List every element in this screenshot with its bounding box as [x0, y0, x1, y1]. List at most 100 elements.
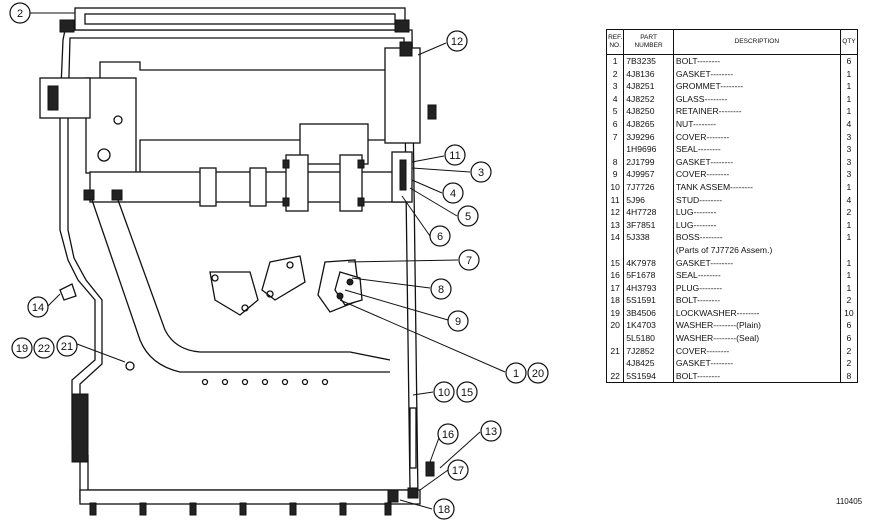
part-number-cell: 4K7978	[623, 256, 674, 270]
part-number-cell: 4J8136	[623, 67, 674, 81]
figure-number: 110405	[836, 497, 863, 506]
callout-label: 18	[438, 504, 450, 516]
part-number-cell: 1K4703	[623, 319, 674, 333]
callout-label: 5	[465, 211, 471, 223]
callout-19: 19	[11, 337, 33, 359]
part-number-cell: 4H7728	[623, 206, 674, 219]
callout-label: 7	[466, 255, 472, 267]
callout-label: 11	[449, 150, 460, 162]
part-number-cell: 4J9957	[623, 168, 674, 181]
part-number-cell: 5J338	[623, 231, 674, 244]
callout-label: 17	[452, 465, 464, 477]
callout-label: 16	[442, 429, 454, 441]
callout-label: 21	[61, 341, 73, 353]
callout-label: 20	[532, 368, 544, 380]
qty-cell: 2	[839, 294, 859, 307]
qty-cell: 1	[839, 180, 859, 194]
part-number-cell: 1H9696	[623, 143, 674, 156]
tank-body	[59, 7, 421, 516]
description-cell: GASKET--------	[672, 155, 841, 169]
callout-20: 20	[527, 362, 549, 384]
description-cell: BOLT--------	[672, 294, 841, 307]
ref-cell	[605, 332, 625, 345]
right-fittings	[387, 407, 435, 503]
ref-cell: 17	[605, 281, 625, 295]
callout-label: 3	[478, 167, 484, 179]
part-number-cell: 4H3793	[623, 281, 674, 295]
qty-cell: 3	[839, 130, 859, 144]
callout-21: 21	[56, 335, 78, 357]
ref-cell: 14	[605, 231, 625, 244]
part-number-cell: 3J9296	[623, 130, 674, 144]
callout-3: 3	[470, 161, 492, 183]
description-cell: COVER--------	[672, 130, 841, 144]
part-number-cell: 4J8265	[623, 117, 674, 131]
qty-cell: 3	[839, 143, 859, 156]
description-cell: WASHER--------(Seal)	[672, 332, 841, 345]
callout-label: 6	[437, 231, 443, 243]
ref-cell: 10	[605, 180, 625, 194]
callout-7: 7	[458, 249, 480, 271]
callout-13: 13	[480, 420, 502, 442]
part-number-cell: 4J8252	[623, 92, 674, 106]
ref-cell: 21	[605, 344, 625, 358]
callout-16: 16	[437, 423, 459, 445]
qty-cell: 10	[839, 306, 859, 320]
callout-2: 2	[9, 2, 31, 24]
table-header-row: REF. NO. PART NUMBER DESCRIPTION QTY	[605, 29, 859, 55]
header-ref: REF. NO.	[605, 29, 625, 55]
exploded-view-diagram: 2 12 11 3 4 5 6 7 8 9 1 20 10 15 16 13 1…	[9, 2, 549, 520]
callout-22: 22	[33, 337, 55, 359]
qty-cell: 1	[839, 92, 859, 106]
description-cell: GLASS--------	[672, 92, 841, 106]
ref-cell: 11	[605, 193, 625, 207]
lower-pipe	[91, 199, 391, 386]
part-number-cell: 4J8425	[623, 357, 674, 370]
callout-label: 2	[17, 8, 23, 20]
part-number-cell: 4J8250	[623, 105, 674, 118]
description-cell: COVER--------	[672, 344, 841, 358]
qty-cell: 3	[839, 168, 859, 181]
callout-15: 15	[456, 381, 478, 403]
description-cell: LOCKWASHER--------	[672, 306, 841, 320]
ref-cell: 6	[605, 117, 625, 131]
qty-cell: 6	[839, 54, 859, 68]
qty-cell: 3	[839, 155, 859, 169]
ref-cell	[605, 357, 625, 370]
callout-10: 10	[433, 381, 455, 403]
qty-cell: 1	[839, 80, 859, 93]
ref-cell: 5	[605, 105, 625, 118]
qty-cell: 1	[839, 256, 859, 270]
part-number-cell: 4J8251	[623, 80, 674, 93]
description-cell: NUT--------	[672, 117, 841, 131]
description-cell: BOSS--------	[672, 231, 841, 244]
qty-cell: 2	[839, 357, 859, 370]
qty-cell	[839, 243, 859, 257]
description-cell: STUD--------	[672, 193, 841, 207]
callout-label: 13	[485, 426, 497, 438]
callout-12: 12	[446, 30, 468, 52]
qty-cell: 1	[839, 67, 859, 81]
callout-6: 6	[429, 225, 451, 247]
callout-4: 4	[442, 182, 464, 204]
qty-cell: 1	[839, 218, 859, 232]
qty-cell: 4	[839, 117, 859, 131]
ref-cell	[605, 143, 625, 156]
upper-pipe-assembly	[39, 41, 437, 212]
ref-cell: 18	[605, 294, 625, 307]
ref-cell: 20	[605, 319, 625, 333]
part-number-cell: 7J7726	[623, 180, 674, 194]
callouts: 2 12 11 3 4 5 6 7 8 9 1 20 10 15 16 13 1…	[9, 2, 549, 520]
qty-cell: 6	[839, 332, 859, 345]
part-number-cell: 2J1799	[623, 155, 674, 169]
